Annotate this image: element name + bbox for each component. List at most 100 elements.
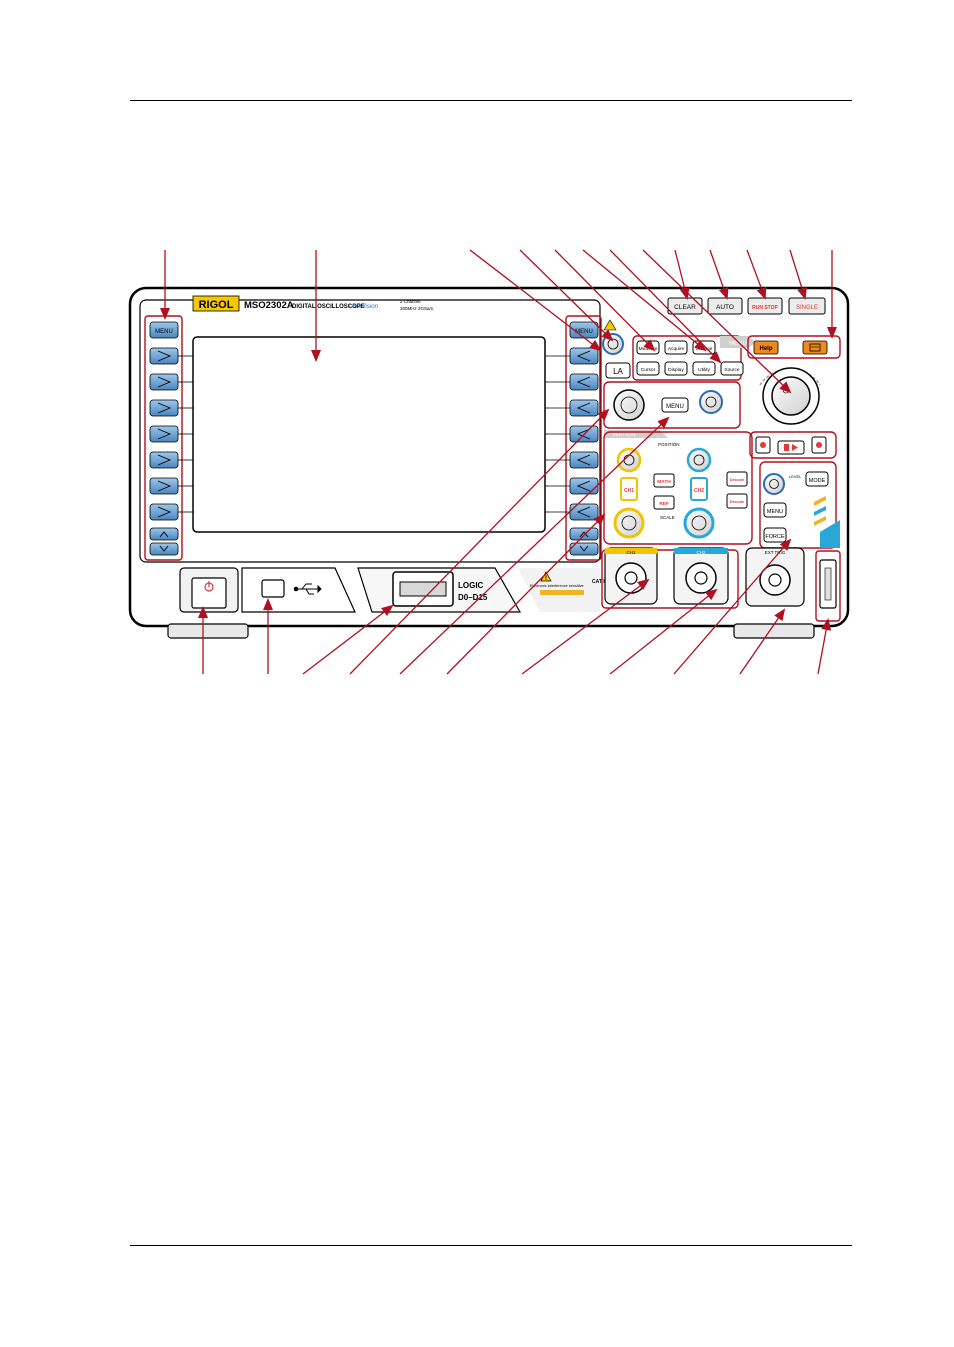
right-foot xyxy=(733,623,815,639)
ch2-key-label: CH2 xyxy=(694,488,704,494)
ch2-position-knob[interactable] xyxy=(686,447,712,473)
function-key-display[interactable] xyxy=(664,361,688,376)
math-key-label: MATH xyxy=(657,479,671,485)
logo-box xyxy=(192,295,240,312)
ch1-bnc-connector[interactable] xyxy=(615,562,647,594)
left-softkey-3[interactable] xyxy=(149,399,179,417)
callout-lines xyxy=(160,249,837,675)
arrow-left-icon xyxy=(576,350,591,362)
function-key-label: Display xyxy=(668,367,684,373)
right-page-up-key[interactable] xyxy=(569,527,599,541)
trigger-mode-key-label: MODE xyxy=(809,478,826,484)
chevron-down-icon xyxy=(579,545,589,552)
function-key-acquire[interactable] xyxy=(664,340,688,355)
multipurpose-knob[interactable] xyxy=(602,333,624,355)
display-bezel xyxy=(139,299,601,563)
function-key-utility[interactable] xyxy=(692,361,716,376)
function-key-cursor[interactable] xyxy=(636,361,660,376)
left-softkey-7[interactable] xyxy=(149,503,179,521)
clear-key-label: CLEAR xyxy=(674,304,696,311)
arrow-right-icon xyxy=(157,402,172,414)
run-stop-key-label: RUN STOP xyxy=(752,305,778,311)
ch1-input-label: CH1 xyxy=(626,550,635,555)
chevron-down-icon xyxy=(159,545,169,552)
trigger-menu-key[interactable] xyxy=(763,502,787,518)
left-page-down-key[interactable] xyxy=(149,542,179,556)
lcd-screen xyxy=(192,336,546,533)
right-softkey-1[interactable] xyxy=(569,347,599,365)
play-icon xyxy=(792,444,798,451)
horizontal-scale-knob[interactable] xyxy=(613,389,645,421)
trigger-level-label: LEVEL xyxy=(789,474,802,479)
right-softkey-5[interactable] xyxy=(569,451,599,469)
function-key-label: Measure xyxy=(639,346,658,352)
play-pause-key[interactable] xyxy=(777,440,805,455)
warning-stripe xyxy=(540,590,584,595)
horizontal-position-knob[interactable] xyxy=(699,390,723,414)
arrow-right-icon xyxy=(157,350,172,362)
left-menu-key[interactable] xyxy=(149,321,179,339)
ch1-position-knob[interactable] xyxy=(616,447,642,473)
right-softkey-2[interactable] xyxy=(569,373,599,391)
print-key[interactable] xyxy=(802,340,828,355)
usb-panel xyxy=(241,567,356,613)
help-key[interactable] xyxy=(753,340,779,355)
left-page-up-key[interactable] xyxy=(149,527,179,541)
trigger-corner-accent xyxy=(820,520,840,548)
header-rule xyxy=(130,100,852,101)
decode2-key[interactable] xyxy=(726,493,748,509)
arrow-left-icon xyxy=(576,402,591,414)
ch1-scale-knob[interactable] xyxy=(613,507,645,539)
arrow-right-icon xyxy=(157,454,172,466)
ext-trig-bnc-connector[interactable] xyxy=(759,564,791,596)
ch2-key[interactable] xyxy=(690,477,708,501)
brand-logo: RIGOL xyxy=(199,299,234,311)
la-key[interactable] xyxy=(605,362,631,379)
arrow-left-icon xyxy=(576,376,591,388)
ch2-scale-knob[interactable] xyxy=(683,507,715,539)
channel-count: 2 Channel xyxy=(400,299,421,304)
help-print-highlight xyxy=(747,335,841,359)
power-button[interactable] xyxy=(191,577,227,609)
trigger-status-stripes xyxy=(814,496,826,526)
function-key-label: Cursor xyxy=(641,367,656,373)
ch2-bnc-connector[interactable] xyxy=(685,562,717,594)
right-softkey-6[interactable] xyxy=(569,477,599,495)
callout-arrow xyxy=(554,249,656,352)
chevron-up-icon xyxy=(579,531,589,538)
decode1-key[interactable] xyxy=(726,471,748,487)
arrow-right-icon xyxy=(157,480,172,492)
left-menu-key-label: MENU xyxy=(155,329,173,335)
left-softkey-6[interactable] xyxy=(149,477,179,495)
callout-arrow xyxy=(582,249,707,352)
callout-arrow xyxy=(746,249,767,300)
trigger-force-key-label: FORCE xyxy=(765,534,785,540)
trigger-mode-key[interactable] xyxy=(805,471,829,487)
left-softkey-5[interactable] xyxy=(149,451,179,469)
callout-arrow xyxy=(349,408,610,675)
ch1-key[interactable] xyxy=(620,477,638,501)
math-key[interactable] xyxy=(653,473,675,488)
right-menu-key-label: MENU xyxy=(575,329,593,335)
callout-arrow xyxy=(674,249,690,300)
callout-arrow xyxy=(817,618,832,675)
single-key-label: SINGLE xyxy=(796,305,818,311)
function-key-source[interactable] xyxy=(720,361,744,376)
left-softkey-4[interactable] xyxy=(149,425,179,443)
horizontal-menu-key-label: MENU xyxy=(666,404,684,410)
usb-host-port[interactable] xyxy=(261,579,285,598)
right-softkey-3[interactable] xyxy=(569,399,599,417)
ch2-input-label: CH2 xyxy=(696,550,705,555)
jog-knob[interactable] xyxy=(771,376,811,416)
footer-rule xyxy=(130,1245,852,1246)
arrow-left-icon xyxy=(576,428,591,440)
ref-key[interactable] xyxy=(653,495,675,510)
horizontal-menu-key[interactable] xyxy=(661,397,689,413)
right-softkey-7[interactable] xyxy=(569,503,599,521)
trigger-level-knob[interactable] xyxy=(763,473,785,495)
logic-label: LOGIC xyxy=(458,581,484,590)
single-key[interactable] xyxy=(788,297,826,315)
trigger-menu-key-label: MENU xyxy=(767,509,783,515)
left-softkey-2[interactable] xyxy=(149,373,179,391)
left-softkey-1[interactable] xyxy=(149,347,179,365)
